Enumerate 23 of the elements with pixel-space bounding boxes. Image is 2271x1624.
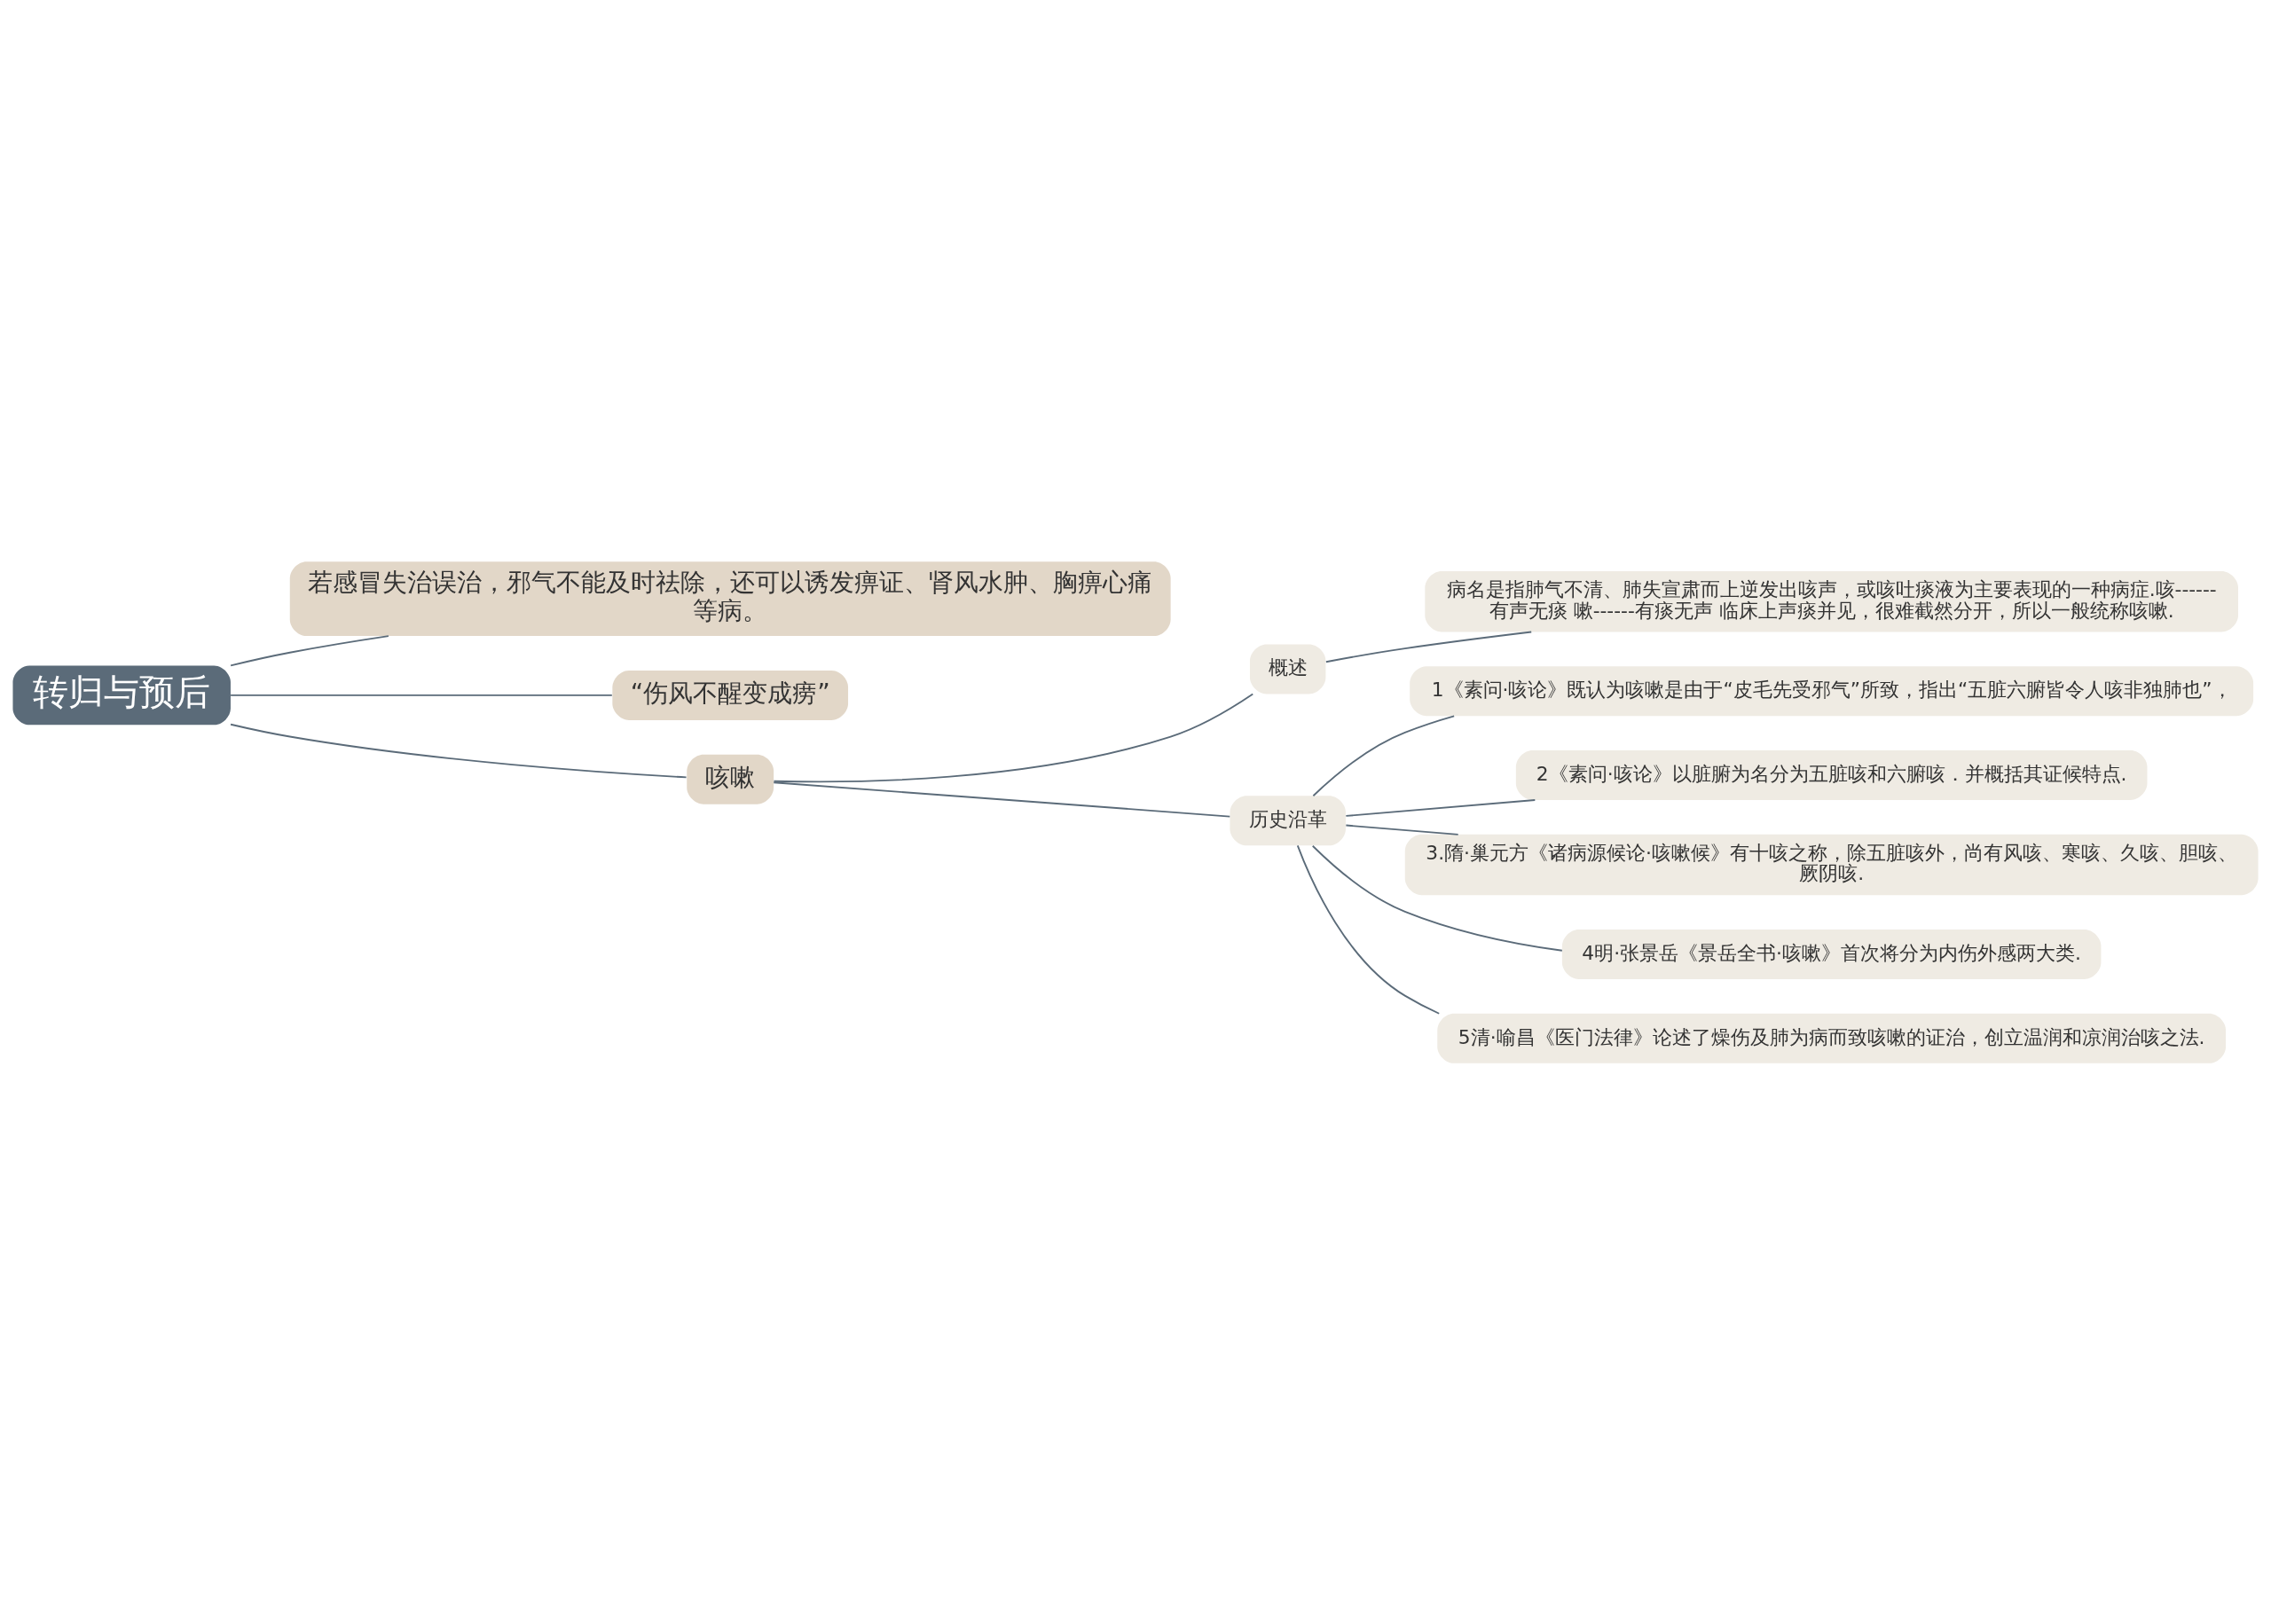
connector [1345,798,1536,817]
connector [1296,843,1441,1015]
node-box: 转归与预后 [12,665,231,725]
node-box: 概述 [1249,643,1326,694]
connector [773,781,1231,817]
connector [230,723,688,778]
node-box: 2《素问·咳论》以脏腑为名分为五脏咳和六腑咳．并概括其证候特点. [1515,749,2148,800]
connector [773,693,1254,782]
connector [230,634,389,666]
node-box: “伤风不醒变成痨” [612,670,849,720]
connector [1311,844,1563,952]
node-box: 病名是指肺气不清、肺失宣肃而上逆发出咳声，或咳吐痰液为主要表现的一种病症.咳------有声无痰 嗽------有痰无声 临床上声痰并见，很难截然分开，所以一般统称咳嗽. [1425,570,2238,632]
node-box: 1《素问·咳论》既认为咳嗽是由于“皮毛先受邪气”所致，指出“五脏六腑皆令人咳非独肺也”， [1410,665,2254,716]
node-box: 5清·喻昌《医门法律》论述了燥伤及肺为病而致咳嗽的证治，创立温润和凉润治咳之法. [1437,1013,2227,1063]
node-box: 若感冒失治误治，邪气不能及时祛除，还可以诱发痹证、肾风水肿、胸痹心痛等病。 [289,561,1171,636]
node-box: 4明·张景岳《景岳全书·咳嗽》首次将分为内伤外感两大类. [1561,929,2102,979]
node-box: 咳嗽 [687,754,774,804]
connector [1345,824,1459,836]
connector [1312,714,1456,796]
node-box: 历史沿革 [1230,795,1346,845]
connector [1324,631,1533,663]
connector [230,694,613,696]
node-box: 3.隋·巢元方《诸病源候论·咳嗽候》有十咳之称，除五脏咳外，尚有风咳、寒咳、久咳、胆咳、厥阴咳. [1404,834,2259,895]
